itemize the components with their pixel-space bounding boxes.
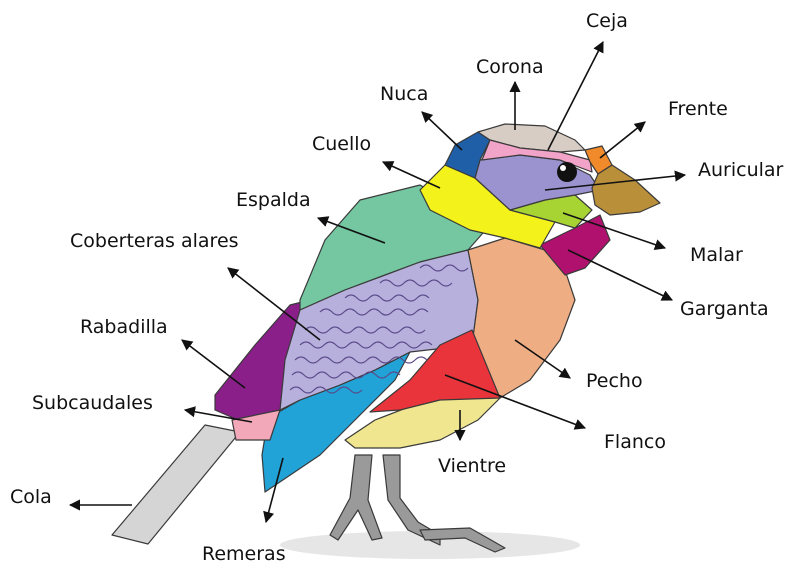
label-remeras: Remeras	[202, 545, 286, 564]
left-leg	[330, 455, 382, 540]
beak	[592, 165, 660, 215]
label-coberteras: Coberteras alares	[70, 232, 239, 251]
label-garganta: Garganta	[680, 300, 769, 319]
label-auricular: Auricular	[698, 161, 783, 180]
arrow-garganta	[568, 250, 672, 300]
arrow-rabadilla	[182, 340, 245, 388]
eye	[557, 162, 577, 182]
label-subcaudales: Subcaudales	[32, 394, 153, 413]
tail-region	[112, 425, 240, 544]
label-ceja: Ceja	[586, 12, 628, 31]
label-espalda: Espalda	[236, 191, 311, 210]
label-frente: Frente	[668, 100, 728, 119]
arrow-ceja	[548, 42, 603, 150]
label-cuello: Cuello	[312, 135, 371, 154]
arrow-frente	[600, 122, 645, 158]
label-flanco: Flanco	[604, 433, 666, 452]
label-pecho: Pecho	[586, 372, 643, 391]
label-malar: Malar	[690, 246, 743, 265]
label-vientre: Vientre	[438, 457, 506, 476]
arrow-cuello	[383, 162, 440, 188]
label-corona: Corona	[476, 58, 544, 77]
arrow-nuca	[422, 112, 462, 150]
eye-highlight	[560, 165, 566, 171]
label-cola: Cola	[10, 488, 52, 507]
label-nuca: Nuca	[380, 85, 428, 104]
label-rabadilla: Rabadilla	[80, 318, 168, 337]
